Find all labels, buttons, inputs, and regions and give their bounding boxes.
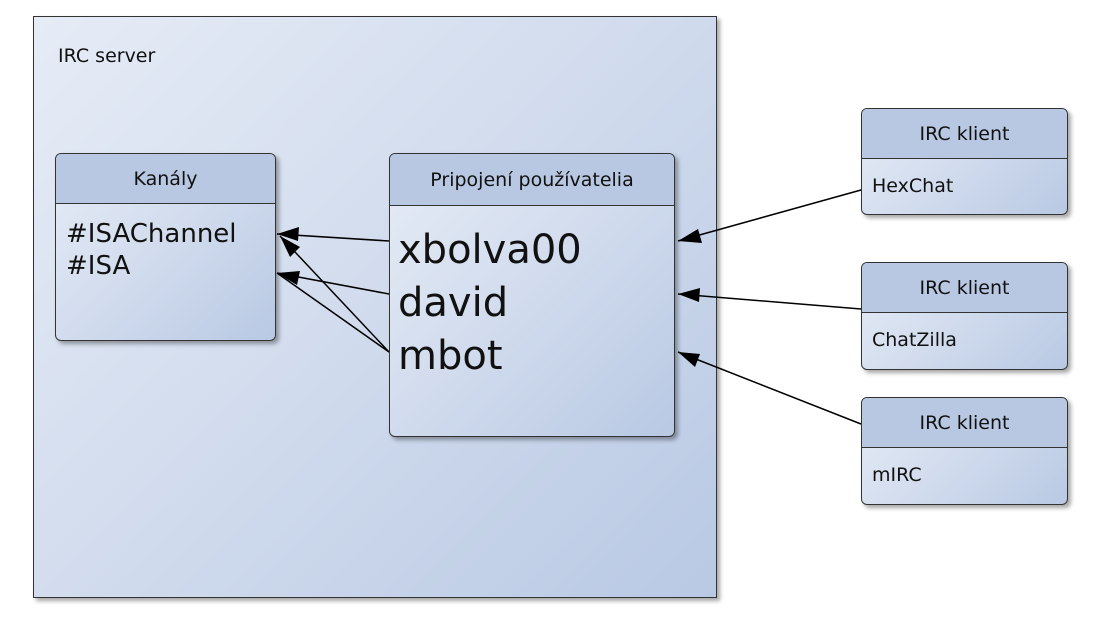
user-item: mbot <box>398 333 503 379</box>
connections-title: Pripojení používatelia <box>390 154 674 206</box>
client-name: HexChat <box>872 175 954 197</box>
channels-box: Kanály #ISAChannel #ISA <box>55 153 276 341</box>
client-box: IRC klient ChatZilla <box>861 262 1068 370</box>
client-title: IRC klient <box>862 263 1067 313</box>
channel-item: #ISA <box>66 251 131 281</box>
server-label: IRC server <box>58 45 156 67</box>
user-item: david <box>398 280 509 326</box>
client-box: IRC klient mIRC <box>861 397 1068 505</box>
connections-box: Pripojení používatelia xbolva00 david mb… <box>389 153 675 437</box>
user-item: xbolva00 <box>398 227 582 273</box>
client-title: IRC klient <box>862 109 1067 159</box>
client-name: mIRC <box>872 464 922 486</box>
channels-title: Kanály <box>56 154 275 204</box>
client-box: IRC klient HexChat <box>861 108 1068 215</box>
client-name: ChatZilla <box>872 329 957 351</box>
client-title: IRC klient <box>862 398 1067 448</box>
channel-item: #ISAChannel <box>66 219 237 249</box>
